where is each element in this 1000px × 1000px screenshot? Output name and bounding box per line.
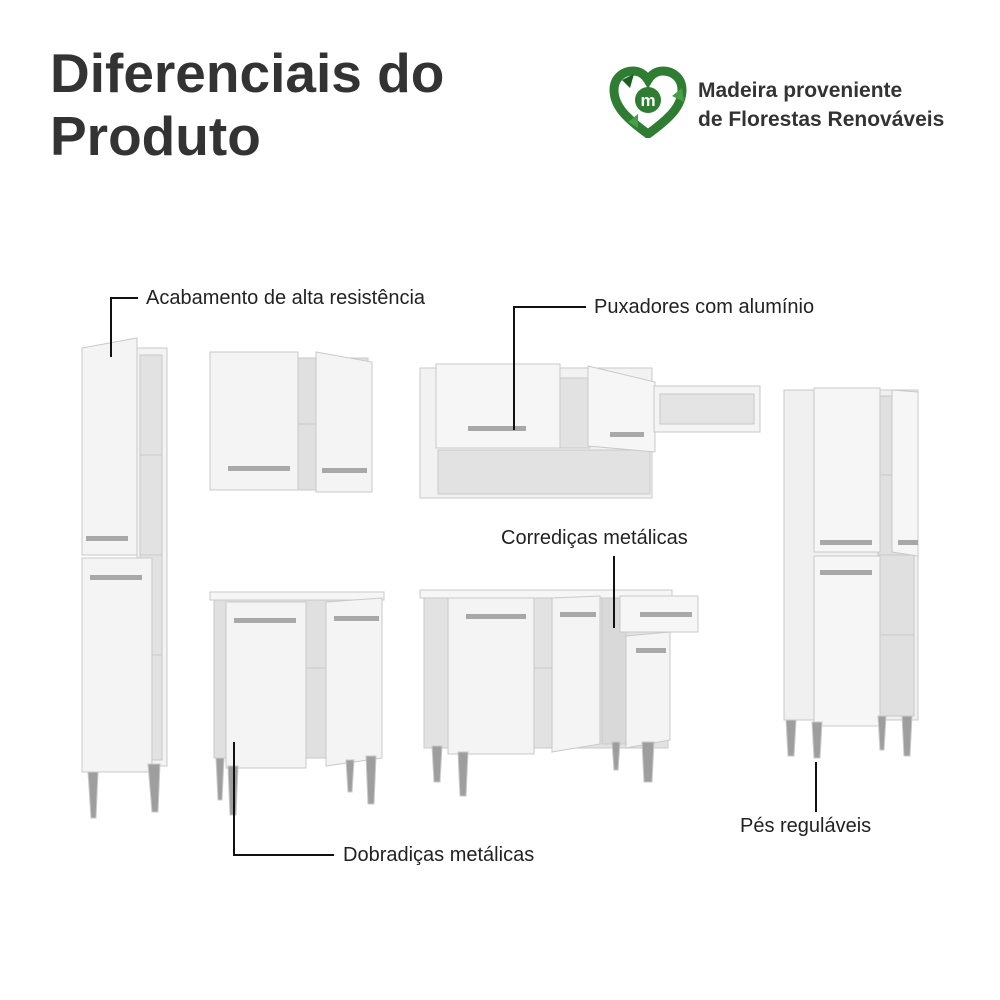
badge-line-2: de Florestas Renováveis [698, 108, 945, 131]
callout-hinges: Dobradiças metálicas [343, 844, 535, 866]
callout-feet: Pés reguláveis [740, 815, 872, 837]
title-line-2: Produto [50, 105, 261, 167]
badge-text: Madeira proveniente de Florestas Renováv… [698, 76, 944, 134]
leader-hinges [233, 742, 334, 856]
callout-handles: Puxadores com alumínio [594, 296, 815, 318]
base-cabinet-1 [209, 591, 385, 816]
callout-finish: Acabamento de alta resistência [146, 287, 426, 309]
leader-handles [513, 306, 586, 430]
leader-finish [110, 297, 138, 357]
wall-cabinet-1 [209, 351, 373, 493]
tall-cabinet-left [81, 337, 168, 819]
callout-slides: Corrediças metálicas [501, 527, 688, 549]
base-cabinet-2 [419, 589, 699, 797]
tall-cabinet-right [783, 387, 919, 759]
recycle-heart-icon: m [609, 66, 687, 138]
wall-cabinet-2 [419, 363, 761, 499]
badge-line-1: Madeira proveniente [698, 79, 903, 102]
page-title: Diferenciais do Produto [50, 42, 444, 168]
badge-letter: m [640, 91, 655, 110]
title-line-1: Diferenciais do [50, 42, 445, 104]
